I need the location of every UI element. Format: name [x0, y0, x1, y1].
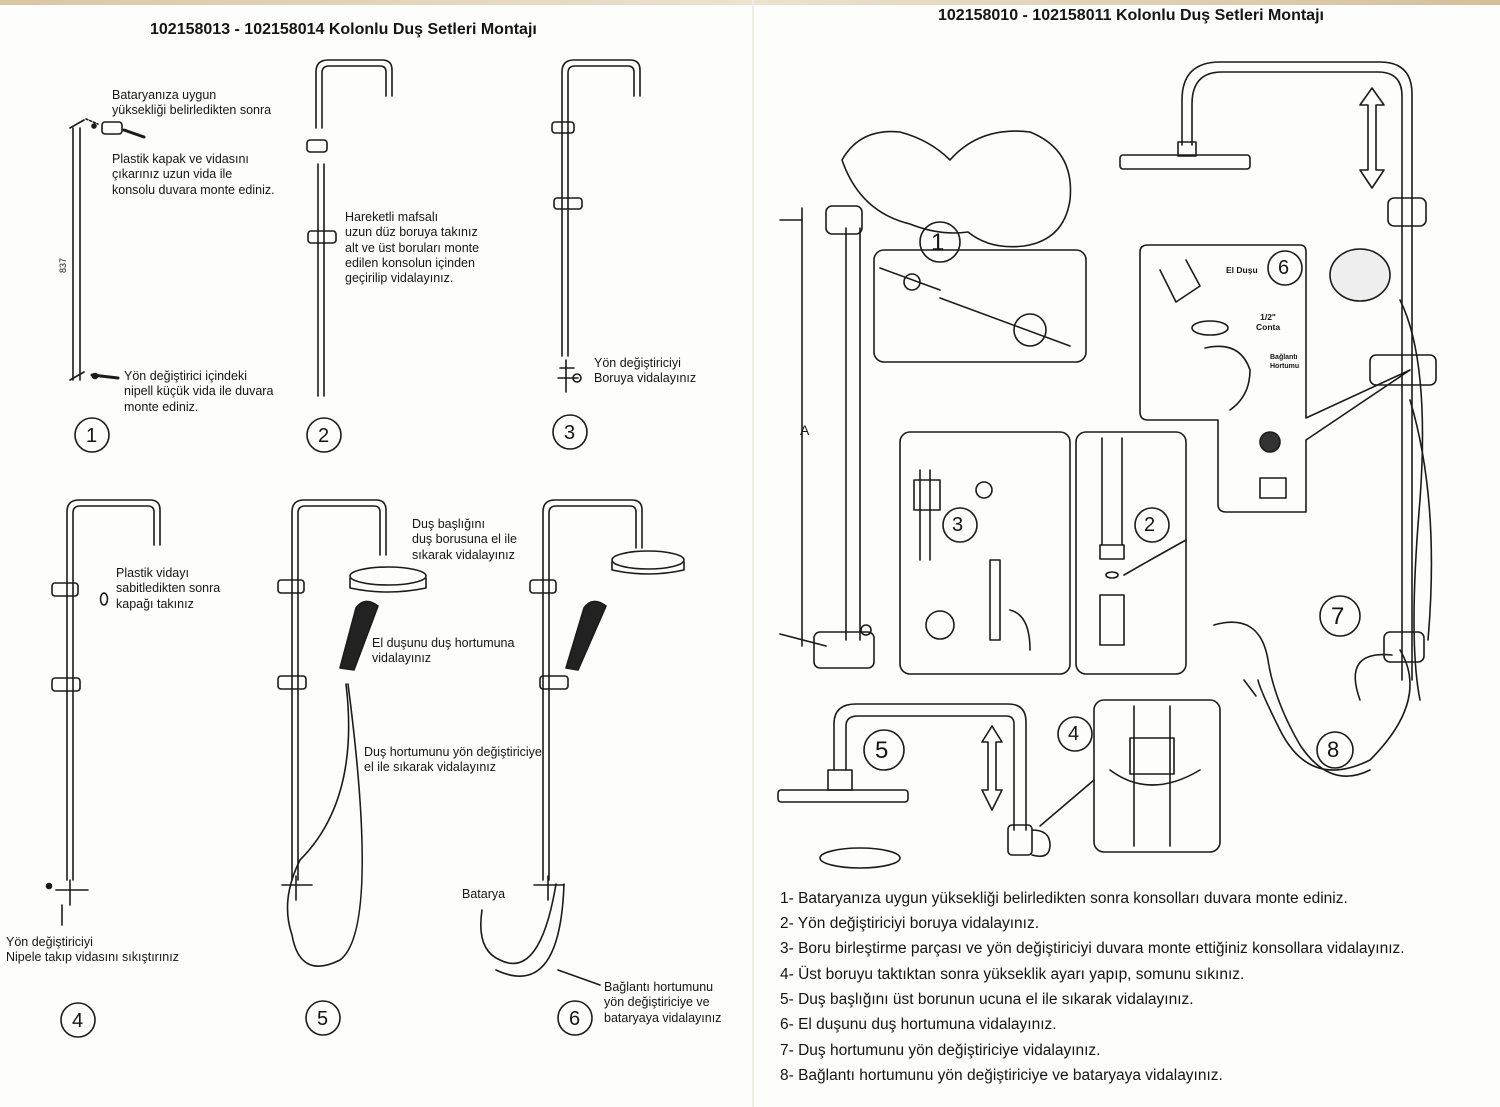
instruction-step: 1- Bataryanıza uygun yüksekliği belirled…	[780, 890, 1348, 907]
right-lower-column	[779, 205, 875, 669]
inset6-hortum-line: Bağlantı	[1270, 354, 1298, 361]
p6-note: Bağlantı hortumunu yön değiştiriciye ve …	[604, 980, 721, 1026]
p2-note-line: geçirilip vidalayınız.	[345, 271, 454, 285]
page-top-edge	[0, 0, 1500, 5]
p1-note-b-line: çıkarınız uzun vida ile	[112, 167, 233, 182]
instruction-step: 8- Bağlantı hortumunu yön değiştiriciye …	[780, 1067, 1223, 1084]
step-number-4: 4	[72, 1010, 84, 1032]
height-label: A	[800, 422, 810, 438]
p1-note-b-line: konsolu duvara monte ediniz.	[112, 182, 275, 197]
step-number-5: 5	[317, 1008, 329, 1030]
inset-1-drilling	[841, 130, 1087, 363]
p1-note-b: Plastik kapak ve vidasını çıkarınız uzun…	[112, 152, 275, 198]
callout-2: 2	[1144, 514, 1156, 536]
p1-note-a: Bataryanıza uygun yüksekliği belirledikt…	[112, 88, 271, 119]
p1-note-c-line: monte ediniz.	[124, 399, 199, 414]
instruction-step: 2- Yön değiştiriciyi boruya vidalayınız.	[780, 915, 1040, 932]
right-main-column	[1119, 61, 1437, 771]
p2-note: Hareketli mafsalı uzun düz boruya takını…	[345, 210, 479, 286]
p3-note-line: Boruya vidalayınız	[594, 371, 697, 386]
step-number-3: 3	[564, 422, 576, 444]
inset6-hortum: Bağlantı Hortumu	[1270, 354, 1299, 371]
callout-4: 4	[1068, 723, 1080, 745]
inset6-conta-line: 1/2"	[1260, 312, 1276, 322]
inset-6-box	[1139, 244, 1411, 513]
p6-note-line: yön değiştiriciye ve	[604, 995, 710, 1010]
p3-note: Yön değiştiriciyi Boruya vidalayınız	[594, 356, 696, 387]
inset-4-box	[1039, 699, 1221, 853]
p6-batarya: Batarya	[462, 887, 506, 901]
p1-note-c-line: Yön değiştirici içindeki	[124, 369, 247, 383]
instruction-step: 5- Duş başlığını üst borunun ucuna el il…	[780, 991, 1194, 1008]
p5-note-a-line: Duş başlığını	[412, 517, 485, 531]
step-number-6: 6	[569, 1008, 581, 1030]
p5-note-c-line: Duş hortumunu yön değiştiriciye	[364, 745, 542, 759]
step-number-2: 2	[318, 425, 330, 447]
p4-note-a: Plastik vidayı sabitledikten sonra kapağ…	[116, 566, 220, 612]
p1-note-b-line: Plastik kapak ve vidasını	[112, 152, 249, 166]
p5-note-b: El duşunu duş hortumuna vidalayınız	[372, 636, 514, 667]
inset6-conta: 1/2" Conta	[1256, 312, 1280, 333]
p1-dimension: 837	[58, 257, 69, 273]
inset6-el-dusu: El Duşu	[1226, 265, 1258, 275]
panel4-column	[45, 499, 161, 926]
panel2-pipes	[306, 59, 393, 397]
panel5-column	[277, 499, 427, 967]
p6-note-line: Bağlantı hortumunu	[604, 980, 714, 994]
p4-note-b-line: Yön değiştiriciyi	[6, 935, 93, 949]
p1-note-c-line: nipell küçük vida ile duvara	[124, 384, 274, 399]
step-number-1: 1	[86, 425, 98, 447]
p5-note-c: Duş hortumunu yön değiştiriciye el ile s…	[364, 745, 542, 776]
p4-note-b-line: Nipele takıp vidasını sıkıştırınız	[6, 950, 179, 965]
callout-8: 8	[1327, 737, 1340, 762]
instruction-step: 7- Duş hortumunu yön değiştiriciye vidal…	[780, 1042, 1101, 1059]
p4-note-b: Yön değiştiriciyi Nipele takıp vidasını …	[6, 935, 179, 966]
callout-7: 7	[1331, 603, 1345, 630]
p5-note-a-line: sıkarak vidalayınız	[412, 547, 515, 562]
instruction-step: 3- Boru birleştirme parçası ve yön değiş…	[780, 940, 1405, 957]
p3-note-line: Yön değiştiriciyi	[594, 356, 681, 370]
callout-3: 3	[952, 514, 964, 536]
page-fold	[752, 0, 754, 1107]
inset-2-box	[1075, 431, 1187, 675]
p2-note-line: alt ve üst boruları monte	[345, 240, 480, 255]
p5-note-a: Duş başlığını duş borusuna el ile sıkara…	[412, 517, 517, 563]
right-step-circles	[863, 221, 1361, 771]
instruction-step: 4- Üst boruyu taktıktan sonra yükseklik …	[780, 966, 1245, 983]
instruction-step: 6- El duşunu duş hortumuna vidalayınız.	[780, 1016, 1057, 1033]
inset-5-assembly	[777, 703, 1051, 869]
panel6-column	[480, 499, 685, 986]
p1-note-c: Yön değiştirici içindeki nipell küçük vi…	[124, 369, 273, 415]
inset6-hortum-line: Hortumu	[1270, 362, 1300, 370]
callout-5: 5	[875, 737, 889, 764]
p1-note-a-line: yüksekliği belirledikten sonra	[112, 103, 272, 118]
p2-note-line: Hareketli mafsalı	[345, 210, 439, 224]
p2-note-line: uzun düz boruya takınız	[345, 225, 478, 240]
p5-note-b-line: El duşunu duş hortumuna	[372, 636, 515, 650]
p5-note-b-line: vidalayınız	[372, 651, 432, 666]
p4-note-a-line: kapağı takınız	[116, 596, 194, 611]
p5-note-c-line: el ile sıkarak vidalayınız	[364, 760, 497, 775]
p6-note-line: bataryaya vidalayınız	[604, 1010, 722, 1025]
panel1-wall-consoles	[69, 118, 146, 381]
p1-note-a-line: Bataryanıza uygun	[112, 88, 217, 102]
panel3-column	[551, 59, 641, 393]
p4-note-a-line: Plastik vidayı	[116, 566, 189, 580]
p4-note-a-line: sabitledikten sonra	[116, 581, 221, 596]
left-step-circles	[60, 414, 593, 1038]
left-title: 102158013 - 102158014 Kolonlu Duş Setler…	[150, 21, 537, 38]
p5-note-a-line: duş borusuna el ile	[412, 532, 517, 547]
right-title: 102158010 - 102158011 Kolonlu Duş Setler…	[938, 7, 1324, 24]
inset-3-box	[899, 431, 1071, 675]
callout-6: 6	[1278, 257, 1290, 279]
inset6-conta-line: Conta	[1256, 322, 1281, 333]
right-hose	[1213, 621, 1371, 777]
callout-1: 1	[931, 229, 945, 256]
p2-note-line: edilen konsolun içinden	[345, 255, 475, 270]
